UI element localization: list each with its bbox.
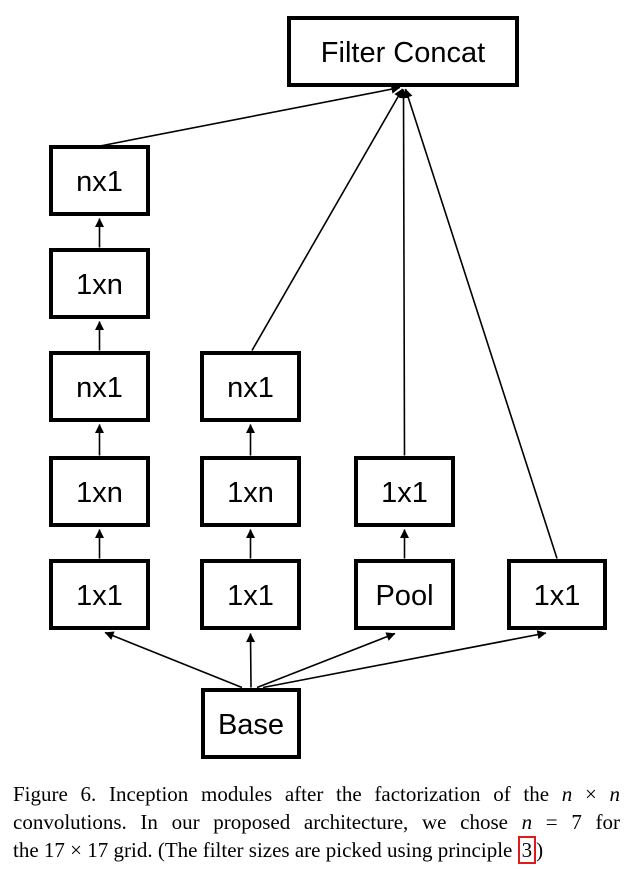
node-branch1-nx1-top: nx1 xyxy=(49,145,150,216)
edge-branch2-nx1-to-concat xyxy=(251,88,404,351)
node-label: nx1 xyxy=(76,372,123,404)
caption-text: = 7 for xyxy=(532,810,620,834)
node-label: 1x1 xyxy=(76,580,123,612)
node-box xyxy=(49,145,150,216)
nodes: Filter Concat nx1 1xn nx1 1xn 1x1 xyxy=(49,16,607,759)
citation-link-principle-3[interactable]: 3 xyxy=(517,836,537,864)
node-label: nx1 xyxy=(76,166,123,198)
node-filter-concat-box xyxy=(287,16,519,87)
node-branch2-1x1: 1x1 xyxy=(200,559,301,630)
node-base-box xyxy=(201,688,301,759)
node-branch3-1x1: 1x1 xyxy=(354,456,455,527)
edge-base-to-branch4 xyxy=(262,630,547,689)
caption-text: Figure 6. Inception modules after the fa… xyxy=(13,782,562,806)
math-var-n: n xyxy=(561,782,573,806)
edge-base-to-branch2 xyxy=(246,633,256,688)
node-label: 1x1 xyxy=(534,580,581,612)
node-branch2-1xn: 1xn xyxy=(200,456,301,527)
node-box xyxy=(49,351,150,422)
node-branch3-pool: Pool xyxy=(354,559,455,630)
node-branch1-nx1: nx1 xyxy=(49,351,150,422)
caption-text: × xyxy=(572,782,610,806)
node-branch1-1xn: 1xn xyxy=(49,456,150,527)
node-label: 1xn xyxy=(76,477,123,509)
edge-branch1-nx1-top-to-concat xyxy=(99,84,401,147)
node-branch1-1x1: 1x1 xyxy=(49,559,150,630)
node-box xyxy=(49,456,150,527)
edges xyxy=(95,84,558,689)
inception-module-diagram: Filter Concat nx1 1xn nx1 1xn 1x1 xyxy=(49,16,607,759)
edge-branch3-1x1-to-concat xyxy=(399,89,409,456)
node-filter-concat: Filter Concat xyxy=(287,16,519,87)
node-branch2-nx1: nx1 xyxy=(200,351,301,422)
caption-line-3: the 17 × 17 grid. (The filter sizes are … xyxy=(13,836,620,864)
node-branch1-1xn-top: 1xn xyxy=(49,248,150,319)
node-label: Pool xyxy=(375,580,433,612)
node-box xyxy=(354,456,455,527)
node-box xyxy=(354,559,455,630)
node-base-label: Base xyxy=(218,709,284,741)
node-branch4-1x1: 1x1 xyxy=(507,559,607,630)
node-box xyxy=(200,559,301,630)
node-label: 1x1 xyxy=(227,580,274,612)
node-base: Base xyxy=(201,688,301,759)
node-box xyxy=(507,559,607,630)
node-label: nx1 xyxy=(227,372,274,404)
caption-text: the 17 × 17 grid. (The filter sizes are … xyxy=(13,838,518,862)
node-label: 1xn xyxy=(227,477,274,509)
math-var-n: n xyxy=(521,810,533,834)
node-box xyxy=(49,248,150,319)
edge-base-to-branch1 xyxy=(104,631,243,689)
node-box xyxy=(200,351,301,422)
figure-caption: Figure 6. Inception modules after the fa… xyxy=(13,780,620,864)
math-var-n: n xyxy=(609,782,621,806)
edge-branch4-1x1-to-concat xyxy=(403,88,558,559)
node-box xyxy=(200,456,301,527)
caption-line-1: Figure 6. Inception modules after the fa… xyxy=(13,780,620,808)
node-box xyxy=(49,559,150,630)
caption-text: convolutions. In our proposed architectu… xyxy=(13,810,522,834)
node-label: 1xn xyxy=(76,269,123,301)
node-filter-concat-label: Filter Concat xyxy=(321,37,485,69)
caption-line-2: convolutions. In our proposed architectu… xyxy=(13,808,620,836)
node-label: 1x1 xyxy=(381,477,428,509)
caption-text: ) xyxy=(536,838,544,862)
edge-base-to-pool xyxy=(256,632,396,689)
